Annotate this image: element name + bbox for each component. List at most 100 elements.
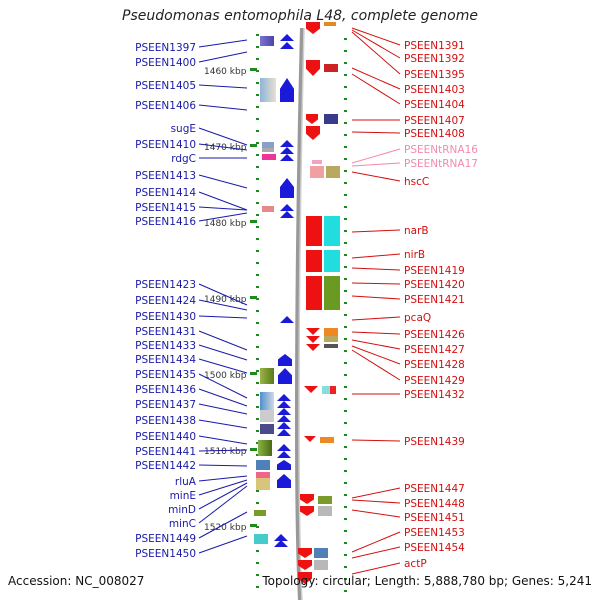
- connector-line: [351, 29, 401, 59]
- genome-title: Pseudomonas entomophila L48, complete ge…: [122, 8, 478, 24]
- connector-line: [198, 403, 248, 415]
- tick-mark-right: [344, 386, 347, 388]
- connector-line: [198, 212, 248, 222]
- tick-mark-right: [344, 302, 347, 304]
- tick-mark-right: [344, 266, 347, 268]
- gene-arrow-plus: [280, 34, 294, 41]
- connector-line: [351, 531, 401, 553]
- gene-label-right: PSEEN1426: [404, 329, 465, 341]
- gene-label-left: rluA: [175, 476, 197, 488]
- gene-homology-block: [260, 410, 274, 422]
- tick-mark-left: [256, 46, 259, 48]
- gene-label-right: narB: [404, 225, 429, 237]
- tick-mark-left: [256, 322, 259, 324]
- tick-mark-left: [256, 382, 259, 384]
- tick-mark-left: [256, 70, 259, 72]
- ruler-label: 1510 kbp: [204, 447, 247, 457]
- gene-label-left: PSEEN1410: [135, 139, 196, 151]
- tick-mark-left: [256, 262, 259, 264]
- tick-mark-left: [256, 130, 259, 132]
- connector-line: [198, 482, 248, 510]
- tick-mark-left: [256, 442, 259, 444]
- gene-homology-block: [310, 166, 324, 178]
- gene-label-right: PSEEN1391: [404, 40, 465, 52]
- tick-mark-right: [344, 278, 347, 280]
- gene-label-left: PSEEN1397: [135, 42, 196, 54]
- gene-arrow-plus: [277, 401, 291, 408]
- tick-mark-right: [344, 74, 347, 76]
- connector-line: [351, 253, 401, 259]
- tick-mark-right: [344, 326, 347, 328]
- gene-label-right: PSEEN1451: [404, 512, 465, 524]
- gene-label-left: PSEEN1434: [135, 354, 196, 366]
- connector-line: [351, 27, 401, 46]
- genome-backbone: [294, 27, 304, 600]
- gene-label-left: sugE: [171, 123, 196, 135]
- tick-mark-right: [344, 578, 347, 580]
- tick-mark-right: [344, 398, 347, 400]
- connector-line: [351, 345, 401, 365]
- gene-homology-block: [260, 424, 274, 434]
- tick-mark-left: [256, 334, 259, 336]
- gene-arrow-minus: [298, 548, 312, 558]
- gene-label-right: PSEEN1404: [404, 99, 465, 111]
- gene-homology-block: [320, 437, 334, 443]
- tick-mark-left: [256, 574, 259, 576]
- gene-label-left: PSEEN1400: [135, 57, 196, 69]
- gene-label-right: PSEEN1453: [404, 527, 465, 539]
- gene-arrow-minus: [298, 560, 312, 570]
- ruler-tick: [250, 296, 257, 299]
- gene-homology-block: [324, 64, 338, 72]
- gene-homology-block: [324, 336, 338, 342]
- gene-homology-block: [262, 154, 276, 160]
- tick-mark-left: [256, 550, 259, 552]
- connector-line: [351, 439, 401, 442]
- tick-mark-right: [344, 110, 347, 112]
- gene-homology-block: [260, 78, 276, 102]
- tick-mark-right: [344, 554, 347, 556]
- tick-mark-left: [256, 490, 259, 492]
- gene-label-left: PSEEN1435: [135, 369, 196, 381]
- gene-arrow-minus: [306, 328, 320, 335]
- gene-label-left: PSEEN1405: [135, 80, 196, 92]
- gene-arrow-plus: [280, 211, 294, 218]
- gene-arrow-plus: [280, 204, 294, 211]
- tick-mark-left: [256, 142, 259, 144]
- connector-line: [351, 148, 401, 164]
- gene-label-left: PSEEN1433: [135, 340, 196, 352]
- gene-label-right: PSEEN1392: [404, 53, 465, 65]
- connector-line: [198, 464, 248, 467]
- gene-arrow-plus: [280, 42, 294, 49]
- tick-mark-left: [256, 94, 259, 96]
- gene-label-left: PSEEN1440: [135, 431, 196, 443]
- ruler-tick: [250, 144, 257, 147]
- gene-homology-block: [256, 478, 270, 490]
- tick-mark-right: [344, 182, 347, 184]
- gene-arrow-plus: [280, 147, 294, 154]
- connector-line: [351, 562, 401, 575]
- gene-arrow-minus: [300, 494, 314, 504]
- gene-homology-block: [324, 22, 336, 26]
- gene-arrow-plus: [277, 415, 291, 422]
- tick-mark-left: [256, 226, 259, 228]
- gene-arrow-plus: [280, 140, 294, 147]
- gene-label-right: PSEEN1407: [404, 115, 465, 127]
- connector-line: [198, 511, 248, 539]
- tick-mark-right: [344, 122, 347, 124]
- gene-arrow-minus: [306, 336, 320, 343]
- tick-mark-left: [256, 178, 259, 180]
- gene-arrow-plus: [280, 316, 294, 323]
- connector-line: [351, 316, 401, 321]
- tick-mark-left: [256, 238, 259, 240]
- connector-line: [351, 499, 401, 504]
- gene-arrow-plus: [277, 429, 291, 436]
- gene-arrow-plus: [277, 460, 291, 470]
- gene-homology-block: [254, 534, 268, 544]
- gene-label-right: PSEEN1408: [404, 128, 465, 140]
- tick-mark-left: [256, 418, 259, 420]
- tick-mark-left: [256, 586, 259, 588]
- gene-label-left: PSEEN1450: [135, 548, 196, 560]
- connector-line: [351, 73, 401, 105]
- gene-arrow-minus: [304, 436, 316, 442]
